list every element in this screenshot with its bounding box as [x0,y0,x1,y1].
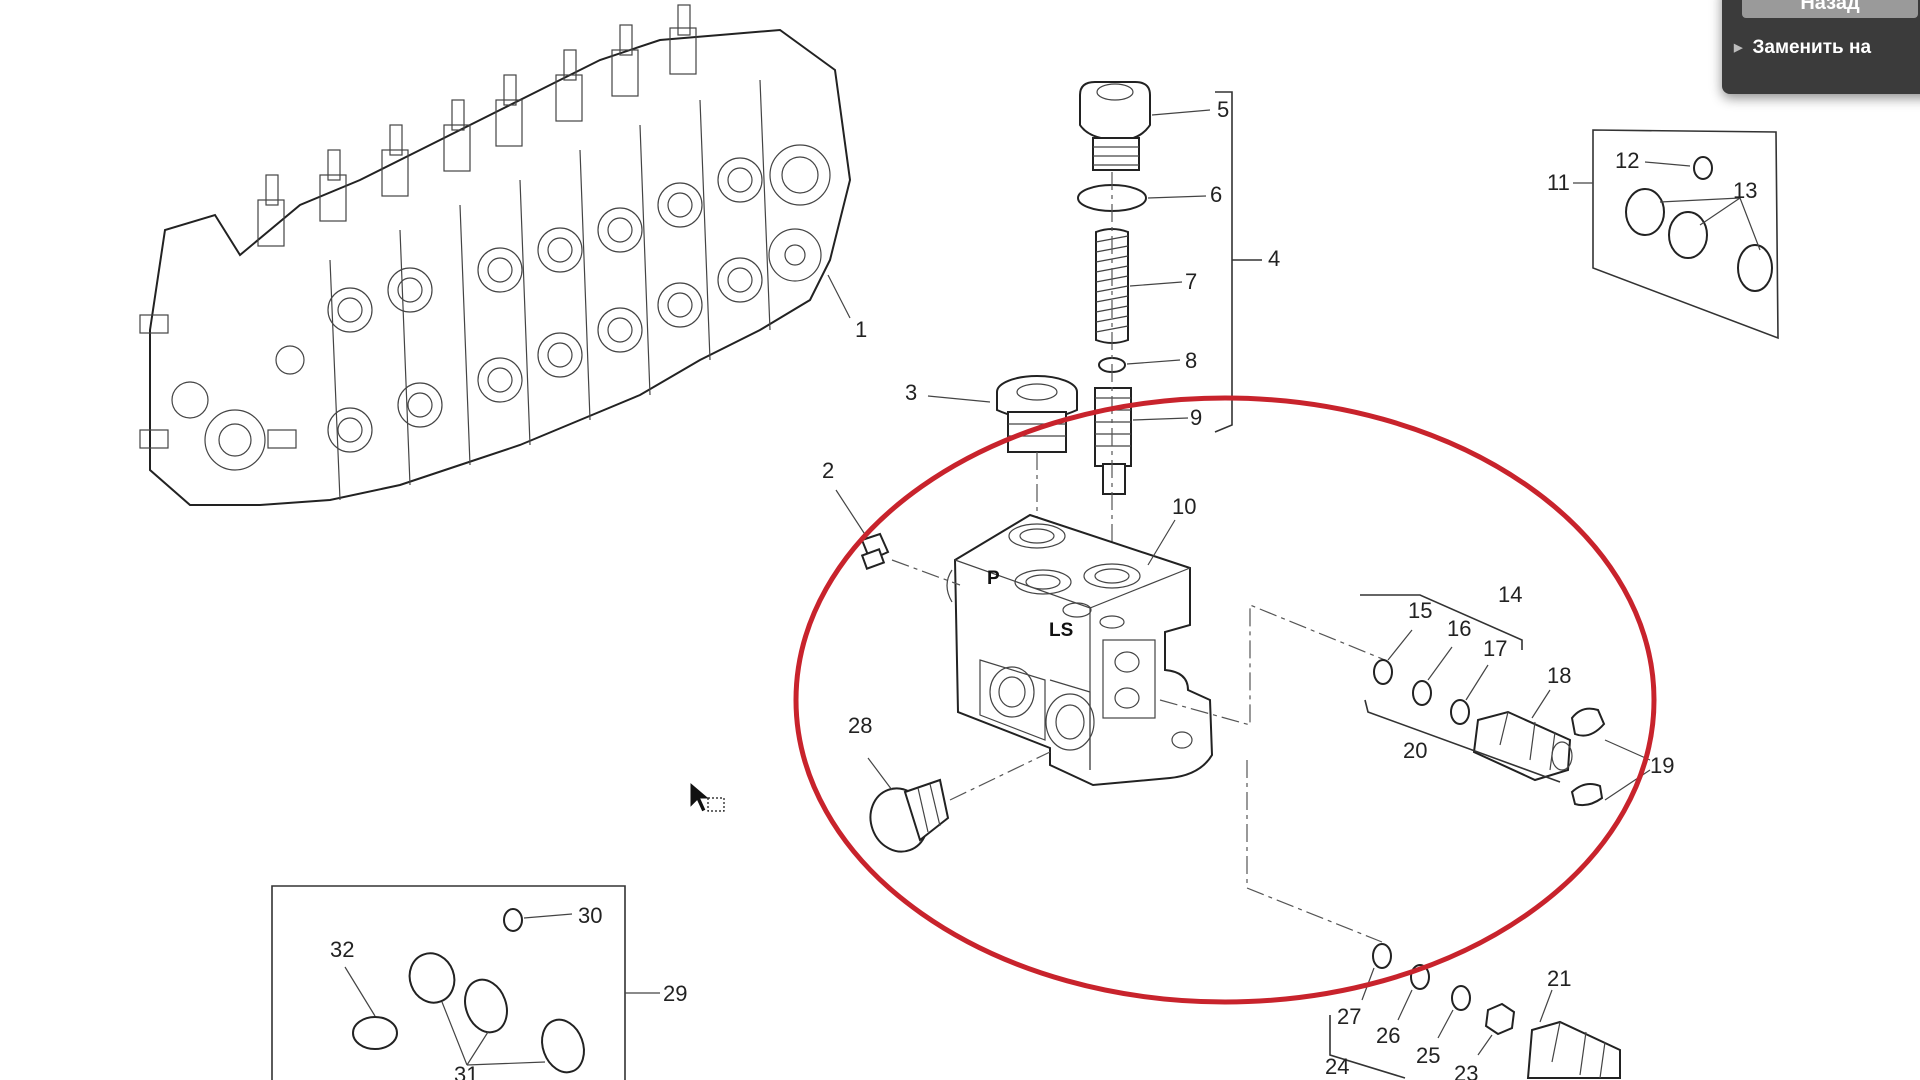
callout-32[interactable]: 32 [330,937,354,962]
callout-28[interactable]: 28 [848,713,872,738]
callout-3[interactable]: 3 [905,380,917,405]
relief-cartridge-21[interactable] [1526,1020,1621,1079]
kit-box-29 [271,885,626,1080]
callout-25[interactable]: 25 [1416,1043,1440,1068]
callout-14[interactable]: 14 [1498,582,1522,607]
clip-19[interactable] [1570,707,1606,807]
callout-13[interactable]: 13 [1733,178,1757,203]
callout-16[interactable]: 16 [1447,616,1471,641]
callout-1[interactable]: 1 [855,317,867,342]
callout-18[interactable]: 18 [1547,663,1571,688]
callout-9[interactable]: 9 [1190,405,1202,430]
valve-body-10[interactable] [946,513,1214,787]
callout-12[interactable]: 12 [1615,148,1639,173]
callout-11[interactable]: 11 [1547,170,1570,195]
callout-10[interactable]: 10 [1172,494,1196,519]
back-button[interactable]: Назад [1742,0,1918,18]
callout-5[interactable]: 5 [1217,97,1229,122]
callout-19[interactable]: 19 [1650,753,1674,778]
callout-7[interactable]: 7 [1185,269,1197,294]
kit-box-11 [1592,129,1779,340]
o-ring-27[interactable] [1372,943,1392,969]
cap-nut-5[interactable] [1079,81,1151,171]
callout-20[interactable]: 20 [1403,738,1427,763]
callout-4[interactable]: 4 [1268,246,1280,271]
replace-with-menu-item[interactable]: ▶ Заменить на [1734,34,1920,62]
valve-bank-assembly[interactable] [139,4,852,506]
callout-6[interactable]: 6 [1210,182,1222,207]
plug-3[interactable] [996,375,1078,453]
bracket-14 [1360,594,1523,650]
callout-27[interactable]: 27 [1337,1004,1361,1029]
callout-24[interactable]: 24 [1325,1054,1349,1079]
bracket-20 [1364,699,1561,783]
callout-31[interactable]: 31 [454,1062,478,1080]
o-ring-17[interactable] [1450,699,1470,725]
bracket-4 [1214,91,1262,433]
o-ring-16[interactable] [1412,680,1432,706]
relief-cartridge-18[interactable] [1472,710,1573,782]
context-menu: Назад ▶ Заменить на [1722,0,1920,94]
o-ring-13c[interactable] [1737,244,1773,292]
mouse-cursor-icon [689,780,725,813]
o-ring-30[interactable] [503,908,523,932]
callout-30[interactable]: 30 [578,903,602,928]
callout-2[interactable]: 2 [822,458,834,483]
bracket-24 [1329,1015,1406,1079]
port-label-p: P [987,568,1000,589]
o-ring-13b[interactable] [1668,211,1708,259]
callout-17[interactable]: 17 [1483,636,1507,661]
nut-23[interactable] [1484,1002,1516,1036]
o-ring-13a[interactable] [1625,188,1665,236]
o-ring-31a[interactable] [403,947,461,1009]
callout-29[interactable]: 29 [663,981,687,1006]
o-ring-31c[interactable] [535,1014,591,1078]
o-ring-25[interactable] [1451,985,1471,1011]
callout-23[interactable]: 23 [1454,1061,1478,1080]
callout-15[interactable]: 15 [1408,598,1432,623]
callout-21[interactable]: 21 [1547,966,1571,991]
submenu-arrow-icon: ▶ [1734,42,1743,54]
callout-26[interactable]: 26 [1376,1023,1400,1048]
callout-8[interactable]: 8 [1185,348,1197,373]
o-ring-31b[interactable] [458,974,514,1038]
highlight-circle [793,395,1657,1005]
o-ring-15[interactable] [1373,659,1393,685]
replace-with-label: Заменить на [1752,37,1872,59]
fitting-2[interactable] [860,532,890,570]
o-ring-32[interactable] [352,1016,398,1050]
port-plug-28[interactable] [862,778,950,860]
port-label-ls: LS [1049,620,1073,641]
o-ring-12[interactable] [1693,156,1713,180]
